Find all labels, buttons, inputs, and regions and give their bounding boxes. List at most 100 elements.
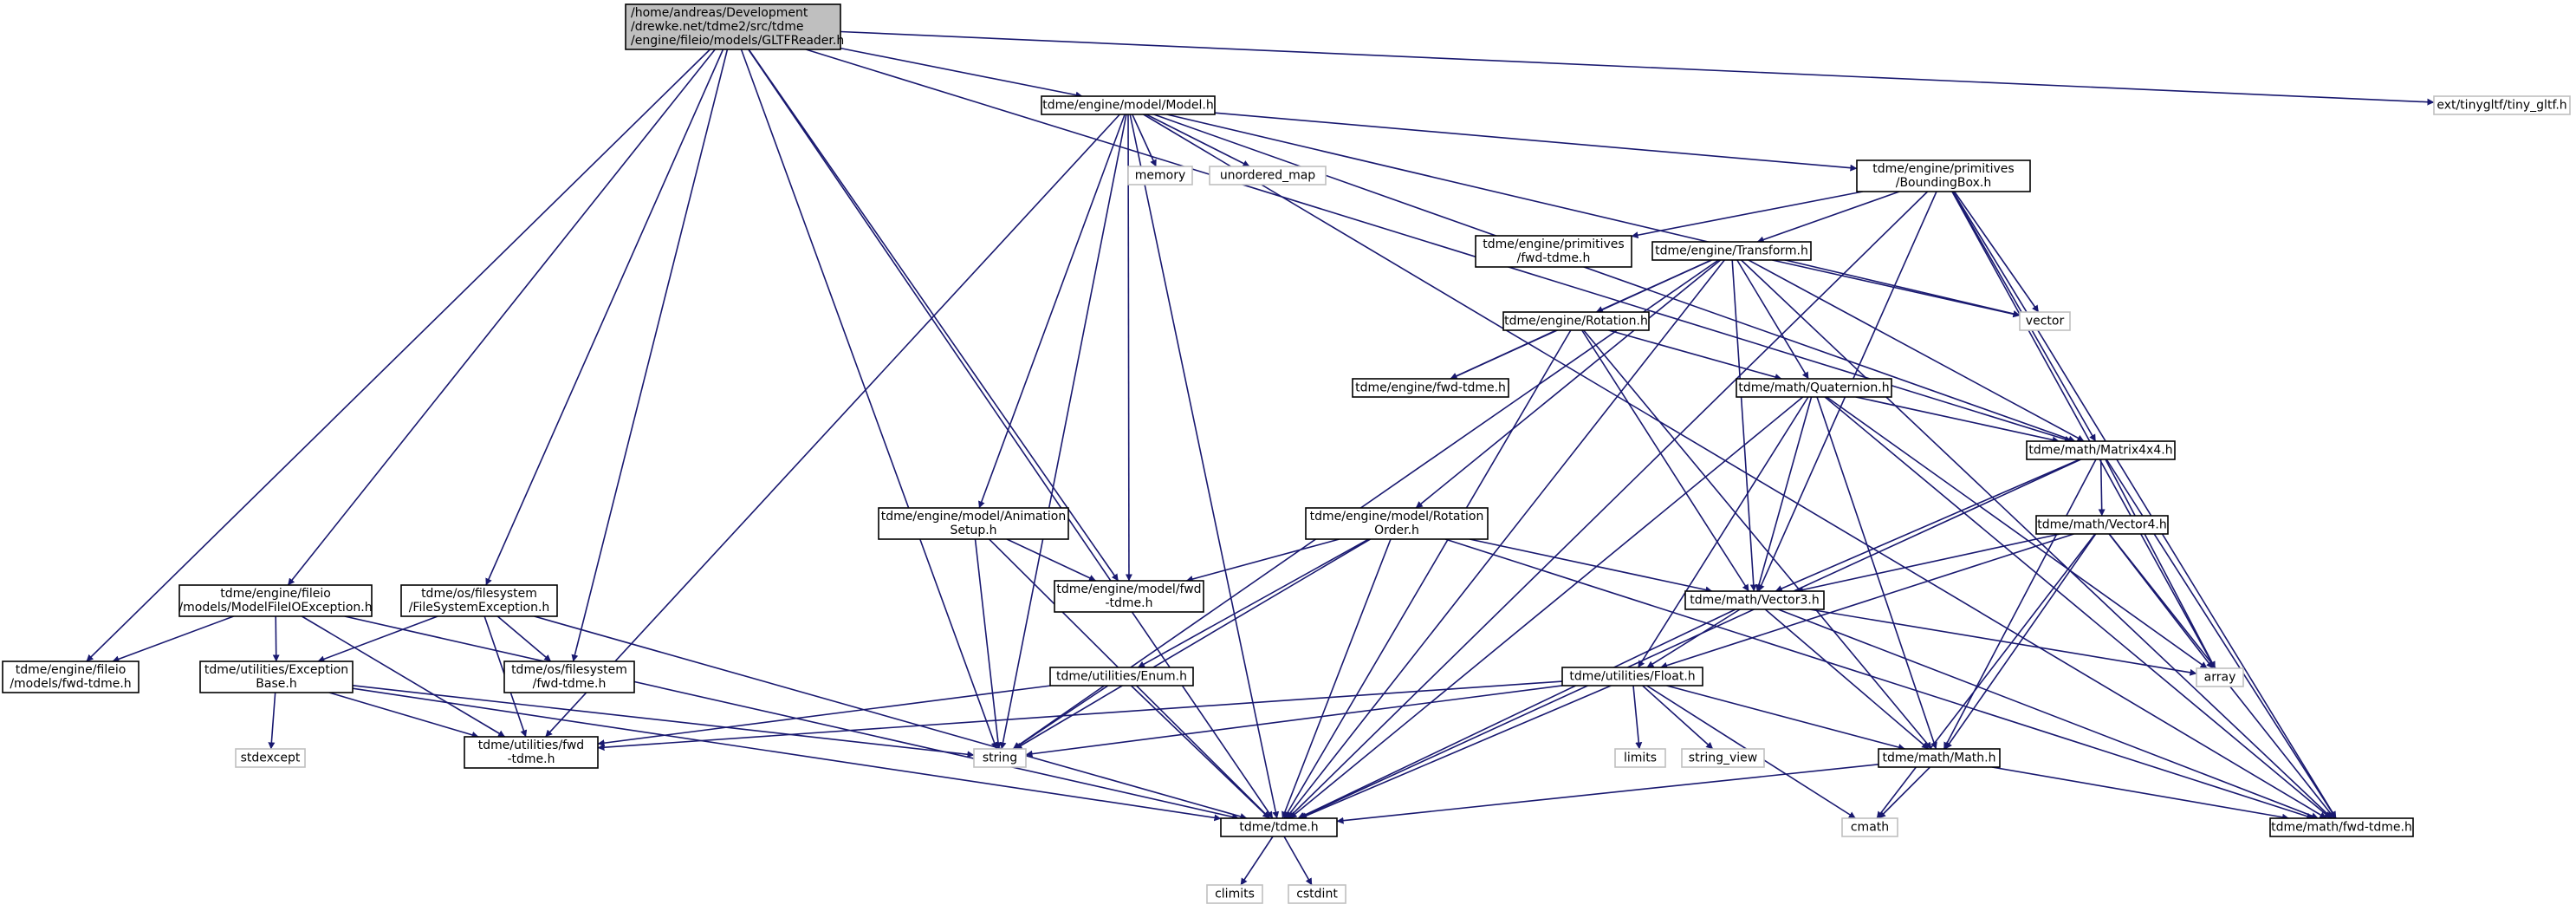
node-box [973, 748, 1027, 768]
node-prim_fwd[interactable]: tdme/engine/primitives/fwd-tdme.h [1475, 235, 1632, 268]
node-label: Base.h [256, 677, 296, 691]
node-label: tdme/utilities/Enum.h [1056, 670, 1187, 684]
node-box [1041, 95, 1216, 115]
node-gltf[interactable]: /home/andreas/Development/drewke.net/tdm… [625, 3, 844, 50]
node-mfioex[interactable]: tdme/engine/fileio/models/ModelFileIOExc… [178, 584, 373, 617]
node-label: tdme/math/Vector3.h [1690, 594, 1819, 608]
node-stdexcept: stdexcept [235, 748, 306, 768]
node-label: tdme/engine/model/fwd [1056, 582, 1201, 596]
edge-model-to-vector [1166, 114, 2021, 317]
node-box [2269, 817, 2414, 837]
edge-gltf-to-tdme [748, 49, 1274, 819]
node-climits: climits [1206, 884, 1263, 904]
edge-model-to-bbox [1214, 112, 1858, 172]
node-enum[interactable]: tdme/utilities/Enum.h [1049, 667, 1194, 687]
node-label: -tdme.h [1105, 596, 1152, 610]
edge-quaternion-to-math_fwd [1824, 396, 2332, 819]
node-bbox[interactable]: tdme/engine/primitives/BoundingBox.h [1856, 159, 2031, 192]
edge-bbox-to-prim_fwd [1631, 191, 1864, 239]
node-util_fwd[interactable]: tdme/utilities/fwd-tdme.h [464, 736, 599, 769]
node-box [1502, 311, 1650, 331]
node-transform[interactable]: tdme/engine/Transform.h [1651, 241, 1812, 261]
edge-model-to-animsetup [978, 114, 1126, 509]
node-fileio_fwd[interactable]: tdme/engine/fileio/models/fwd-tdme.h [2, 660, 140, 693]
edge-transform-to-matrix [1748, 259, 2085, 442]
node-limits: limits [1614, 748, 1666, 768]
node-array: array [2196, 667, 2244, 687]
edge-model-to-math_fwd [1143, 114, 2327, 819]
edge-transform-to-rotation [1595, 259, 1712, 313]
node-label: tdme/engine/model/Model.h [1042, 99, 1213, 113]
edge-fsex-to-exbase [317, 615, 438, 663]
node-memory: memory [1127, 166, 1193, 185]
edge-transform-to-rotorder [1415, 259, 1722, 509]
node-engine_fwd[interactable]: tdme/engine/fwd-tdme.h [1352, 378, 1509, 398]
node-box [2433, 95, 2571, 115]
node-matrix[interactable]: tdme/math/Matrix4x4.h [2026, 440, 2176, 460]
edge-quaternion-to-math [1816, 396, 1937, 750]
edge-vector3-to-math_fwd [1777, 608, 2319, 819]
node-box [503, 660, 635, 693]
node-float[interactable]: tdme/utilities/Float.h [1561, 667, 1703, 687]
edge-rotorder-to-tdme [1282, 538, 1392, 819]
edge-transform-to-tdme [1285, 259, 1725, 819]
node-box [1841, 817, 1898, 837]
node-vector3[interactable]: tdme/math/Vector3.h [1684, 590, 1825, 610]
node-label: /models/ModelFileIOException.h [178, 601, 372, 615]
node-os_fwd[interactable]: tdme/os/filesystem/fwd-tdme.h [503, 660, 635, 693]
edge-tdme-to-cstdint [1283, 836, 1313, 886]
node-label: tdme/engine/fileio [220, 587, 331, 601]
node-label: memory [1135, 169, 1186, 183]
edge-float-to-string [1025, 685, 1563, 758]
edge-bbox-to-tdme [1288, 191, 1929, 819]
node-label: tdme/tdme.h [1239, 821, 1318, 835]
node-label: string_view [1689, 752, 1757, 765]
node-box [1856, 159, 2031, 192]
node-tinygltf: ext/tinygltf/tiny_gltf.h [2433, 95, 2571, 115]
edge-rotorder-to-model_fwd [1185, 538, 1340, 582]
edge-model-to-unordered_map [1145, 114, 1250, 167]
node-label: /fwd-tdme.h [1517, 251, 1591, 265]
node-math[interactable]: tdme/math/Math.h [1878, 748, 2001, 768]
edge-bbox-to-vector [1953, 191, 2040, 313]
node-fsex[interactable]: tdme/os/filesystem/FileSystemException.h [400, 584, 558, 617]
node-string: string [973, 748, 1027, 768]
edge-float-to-math [1666, 685, 1905, 751]
node-label: cstdint [1296, 888, 1338, 901]
node-model_fwd[interactable]: tdme/engine/model/fwd-tdme.h [1054, 580, 1204, 613]
node-model[interactable]: tdme/engine/model/Model.h [1041, 95, 1216, 115]
edge-vector4-to-math [1944, 533, 2097, 750]
edge-float-to-limits [1632, 685, 1643, 750]
node-quaternion[interactable]: tdme/math/Quaternion.h [1736, 378, 1892, 398]
edge-exbase-to-util_fwd [328, 692, 479, 739]
edge-rotorder-to-math_fwd [1444, 538, 2314, 820]
node-vector4[interactable]: tdme/math/Vector4.h [2035, 515, 2169, 535]
node-rotation[interactable]: tdme/engine/Rotation.h [1502, 311, 1650, 331]
node-box [1054, 580, 1204, 613]
node-box [1736, 378, 1892, 398]
edge-model-to-matrix [1153, 114, 2076, 443]
edge-bbox-to-array [1951, 191, 2216, 669]
node-box [1049, 667, 1194, 687]
node-label: tdme/engine/model/Rotation [1310, 510, 1484, 524]
node-tdme[interactable]: tdme/tdme.h [1220, 817, 1338, 837]
edge-model-to-util_fwd [545, 114, 1120, 738]
node-label: tdme/math/Math.h [1883, 752, 1996, 765]
edge-mfioex-to-util_fwd [301, 615, 506, 738]
node-label: /models/fwd-tdme.h [10, 677, 131, 691]
node-label: Setup.h [950, 524, 996, 537]
node-math_fwd[interactable]: tdme/math/fwd-tdme.h [2269, 817, 2414, 837]
edge-quaternion-to-vector3 [1755, 396, 1813, 592]
edge-float-to-util_fwd [597, 680, 1563, 752]
edge-matrix-to-vector3 [1775, 459, 2080, 592]
node-box [1651, 241, 1812, 261]
node-label: tdme/math/fwd-tdme.h [2271, 821, 2412, 835]
edge-vector3-to-tdme [1297, 608, 1736, 819]
node-box [2196, 667, 2244, 687]
edge-vector4-to-vector3 [1796, 533, 2060, 594]
node-label: tdme/os/filesystem [511, 663, 627, 677]
node-label: cmath [1851, 821, 1889, 835]
